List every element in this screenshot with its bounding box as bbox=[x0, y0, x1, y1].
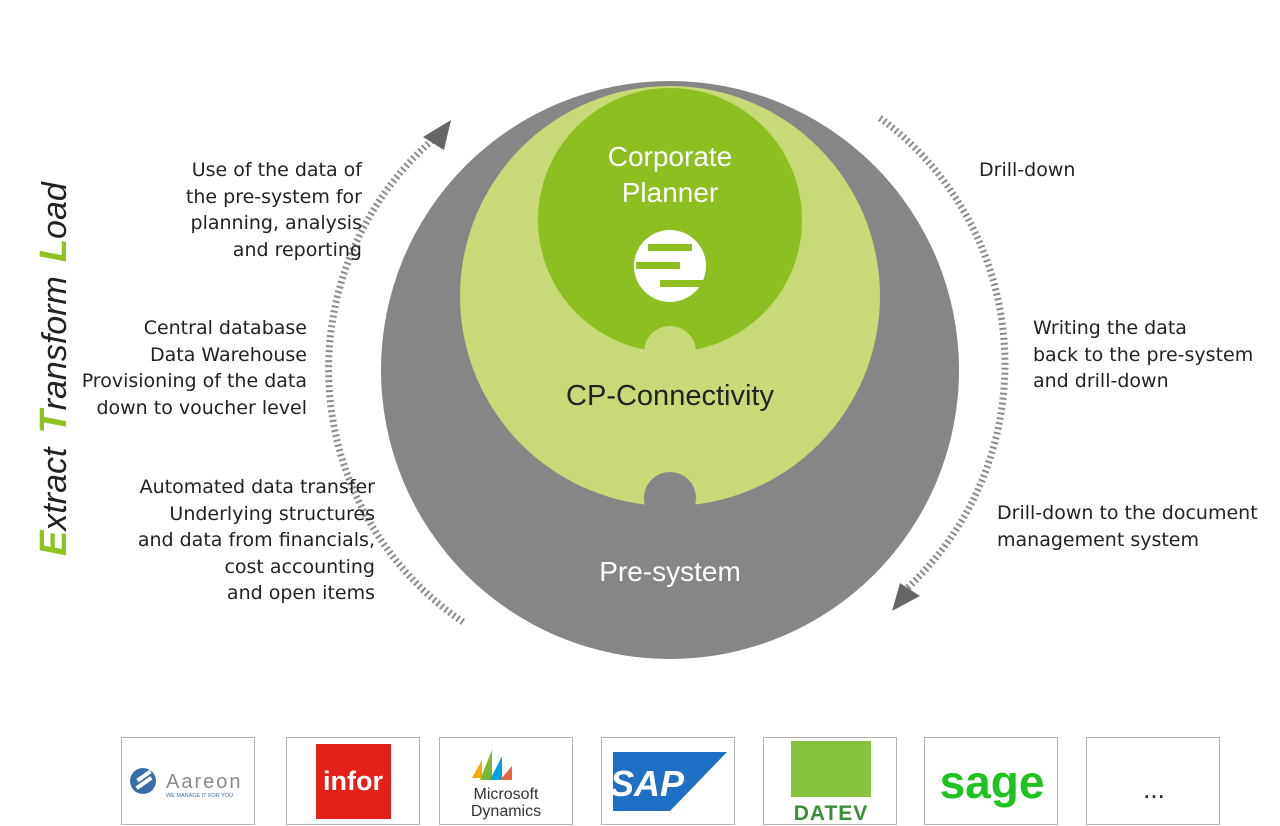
aareon-tagline: WE MANAGE IT FOR YOU bbox=[166, 793, 233, 799]
datev-block bbox=[791, 741, 871, 797]
right-text-dms-line: management system bbox=[997, 528, 1200, 551]
right-text-writeback: Writing the data back to the pre-system … bbox=[1033, 315, 1253, 395]
left-arc bbox=[325, 133, 465, 625]
connectivity-notch bbox=[644, 472, 696, 524]
corporate-planner-logo-icon bbox=[634, 230, 706, 302]
right-arc bbox=[877, 115, 1009, 593]
left-text-usage-line: and reporting bbox=[232, 238, 362, 261]
corporate-label-line2: Planner bbox=[622, 177, 719, 208]
logo-more: ... bbox=[1086, 737, 1220, 825]
cp-connectivity-label: CP-Connectivity bbox=[566, 380, 774, 412]
presystem-label: Pre-system bbox=[599, 556, 741, 587]
logo-infor: infor bbox=[286, 737, 420, 825]
left-text-transfer-line: Automated data transfer bbox=[139, 476, 375, 498]
microsoft-line2: Dynamics bbox=[471, 803, 541, 820]
logo-datev: DATEV bbox=[763, 737, 897, 825]
infor-square bbox=[316, 744, 391, 819]
etl-vertical-label: Extract Transform Load bbox=[33, 181, 75, 556]
right-text-writeback-line: Writing the data bbox=[1033, 317, 1187, 339]
right-text-dms: Drill-down to the document management sy… bbox=[997, 500, 1258, 553]
left-text-database-line: Provisioning of the data bbox=[81, 370, 307, 392]
etl-letter-t: T bbox=[33, 408, 75, 434]
right-arc-arrowhead-icon bbox=[892, 583, 920, 611]
right-text-drilldown: Drill-down bbox=[979, 157, 1075, 184]
sap-wordmark: SAP bbox=[610, 763, 685, 804]
infor-wordmark: infor bbox=[323, 766, 383, 796]
left-arc-arrowhead-icon bbox=[423, 120, 451, 150]
right-text-dms-line: Drill-down to the document bbox=[997, 502, 1258, 524]
etl-letter-l: L bbox=[33, 239, 75, 262]
left-text-usage-line: Use of the data of bbox=[191, 159, 362, 181]
logo-sage: sage bbox=[924, 737, 1058, 825]
right-text-writeback-line: and drill-down bbox=[1033, 370, 1169, 392]
right-text-writeback-line: back to the pre-system bbox=[1033, 343, 1254, 366]
left-text-usage-line: planning, analysis bbox=[190, 212, 362, 234]
etl-rest-load: oad bbox=[36, 181, 74, 239]
left-text-transfer-line: Underlying structures bbox=[169, 502, 375, 525]
aareon-mark-icon bbox=[130, 768, 156, 794]
corporate-label-line1: Corporate bbox=[608, 141, 733, 172]
datev-wordmark: DATEV bbox=[794, 802, 869, 825]
sage-wordmark: sage bbox=[940, 756, 1045, 808]
etl-rest-transform: ransform bbox=[36, 276, 74, 410]
right-text-drilldown-line: Drill-down bbox=[979, 159, 1076, 181]
left-text-database-line: down to voucher level bbox=[96, 396, 307, 419]
etl-letter-e: E bbox=[33, 529, 75, 556]
logo-aareon: Aareon WE MANAGE IT FOR YOU bbox=[121, 737, 255, 825]
left-text-transfer-line: and open items bbox=[226, 582, 375, 604]
logo-microsoft-dynamics: Microsoft Dynamics bbox=[439, 737, 573, 825]
logo-sap: SAP bbox=[601, 737, 735, 825]
corporate-planner-circle bbox=[538, 88, 802, 352]
microsoft-dynamics-mark-icon bbox=[472, 750, 512, 780]
etl-rest-extract: xtract bbox=[36, 446, 74, 533]
left-text-database-line: Central database bbox=[143, 317, 307, 339]
more-ellipsis: ... bbox=[1143, 774, 1165, 804]
sap-shape bbox=[613, 752, 727, 811]
microsoft-line1: Microsoft bbox=[474, 786, 539, 803]
left-text-database: Central database Data Warehouse Provisio… bbox=[82, 315, 307, 421]
left-text-transfer: Automated data transfer Underlying struc… bbox=[138, 474, 375, 607]
left-text-usage-line: the pre-system for bbox=[185, 185, 362, 208]
left-text-transfer-line: cost accounting bbox=[224, 555, 375, 578]
left-text-database-line: Data Warehouse bbox=[149, 343, 307, 366]
planner-notch bbox=[644, 326, 696, 378]
left-text-transfer-line: and data from financials, bbox=[137, 529, 375, 551]
left-text-usage: Use of the data of the pre-system for pl… bbox=[186, 157, 362, 263]
aareon-wordmark: Aareon bbox=[166, 771, 243, 793]
